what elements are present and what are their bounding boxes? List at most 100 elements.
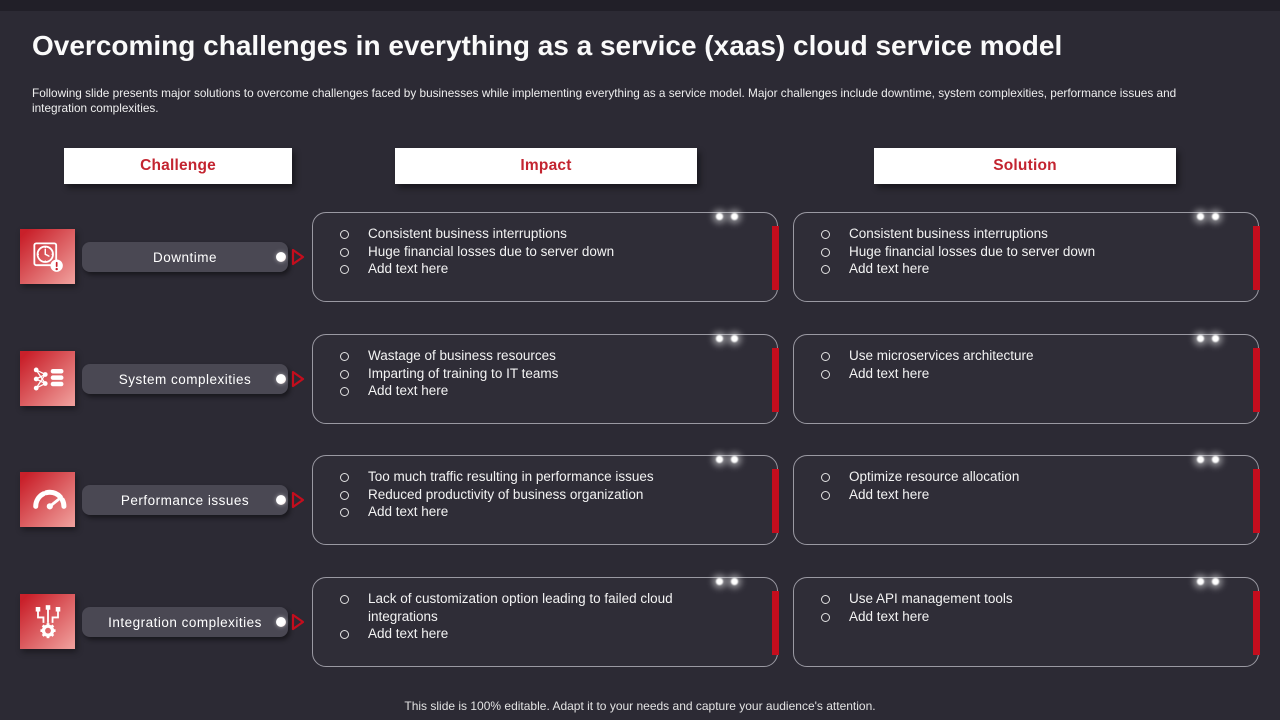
red-accent-bar <box>772 591 779 655</box>
challenge-pill-system-complexities: System complexities <box>82 364 288 394</box>
red-accent-bar <box>772 226 779 290</box>
decor-glow-dots <box>1190 573 1220 591</box>
performance-gauge-icon-svg <box>32 489 66 509</box>
bullet-marker-icon <box>340 473 349 482</box>
bullet-text: Add text here <box>368 626 449 641</box>
bullet-text: Huge financial losses due to server down <box>849 243 1096 259</box>
bullet-marker-icon <box>821 473 830 482</box>
bullet-item: Wastage of business resources <box>335 347 737 365</box>
bullet-text: Huge financial losses due to server down <box>368 243 615 259</box>
slide-subtitle: Following slide presents major solutions… <box>32 86 1177 115</box>
bullet-text: Too much traffic resulting in performanc… <box>368 469 654 484</box>
bullet-marker-icon <box>340 508 349 517</box>
bullet-text: Optimize resource allocation <box>849 469 1020 484</box>
bullet-item: Add text here <box>816 486 1218 504</box>
bullet-item: Add text here <box>335 260 737 278</box>
bullet-text: Reduced productivity of business organiz… <box>368 486 644 502</box>
red-accent-bar <box>772 348 779 412</box>
bullet-text: Add text here <box>849 261 930 276</box>
column-header-challenge: Challenge <box>64 148 292 184</box>
challenge-pill-downtime: Downtime <box>82 242 288 272</box>
bullet-list: Lack of customization option leading to … <box>313 578 777 651</box>
red-accent-bar <box>1253 469 1260 533</box>
performance-gauge-icon <box>20 472 75 527</box>
system-network-database-icon <box>20 351 75 406</box>
bullet-item: Imparting of training to IT teams <box>335 365 737 383</box>
bullet-list: Too much traffic resulting in performanc… <box>313 456 777 529</box>
bullet-text: Add text here <box>368 383 449 398</box>
bullet-text: Lack of customization option leading to … <box>368 591 673 624</box>
bullet-item: Use microservices architecture <box>816 347 1218 365</box>
bullet-text: Consistent business interruptions <box>368 226 567 241</box>
bullet-marker-icon <box>340 490 349 500</box>
bullet-marker-icon <box>340 369 349 379</box>
bullet-text: Use microservices architecture <box>849 348 1034 363</box>
bullet-item: Add text here <box>335 625 737 643</box>
decor-glow-dots <box>1190 208 1220 226</box>
bullet-item: Use API management tools <box>816 590 1218 608</box>
impact-box: Lack of customization option leading to … <box>312 577 779 667</box>
bullet-text: Imparting of training to IT teams <box>368 365 559 381</box>
bullet-item: Add text here <box>816 260 1218 278</box>
decor-glow-dots <box>1190 451 1220 469</box>
arrow-right-icon <box>290 370 306 388</box>
connector-dot <box>276 374 286 384</box>
bullet-marker-icon <box>340 387 349 396</box>
arrow-right-icon <box>290 491 306 509</box>
column-header-solution: Solution <box>874 148 1176 184</box>
page-title: Overcoming challenges in everything as a… <box>32 30 1063 61</box>
bullet-marker-icon <box>340 265 349 274</box>
bullet-marker-icon <box>821 230 830 239</box>
bullet-marker-icon <box>340 230 349 239</box>
bullet-text: Add text here <box>849 486 930 502</box>
bullet-text: Add text here <box>849 365 930 381</box>
downtime-clock-icon <box>20 229 75 284</box>
bullet-item: Consistent business interruptions <box>816 225 1218 243</box>
red-accent-bar <box>1253 226 1260 290</box>
footer-note: This slide is 100% editable. Adapt it to… <box>404 699 876 713</box>
row-system-complexities: System complexities Wastage of business … <box>0 334 1280 424</box>
impact-box: Too much traffic resulting in performanc… <box>312 455 779 545</box>
bullet-item: Huge financial losses due to server down <box>816 243 1218 261</box>
challenge-pill-integration-complexities: Integration complexities <box>82 607 288 637</box>
bullet-item: Reduced productivity of business organiz… <box>335 486 737 504</box>
bullet-marker-icon <box>821 247 830 257</box>
connector-dot <box>276 617 286 627</box>
bullet-marker-icon <box>340 595 349 604</box>
bullet-marker-icon <box>821 265 830 274</box>
top-border-strip <box>0 0 1280 11</box>
decor-glow-dots <box>709 330 739 348</box>
downtime-clock-icon-svg <box>32 241 63 272</box>
column-header-impact: Impact <box>395 148 697 184</box>
decor-glow-dots <box>709 208 739 226</box>
system-network-database-icon-svg <box>33 367 63 390</box>
bullet-item: Too much traffic resulting in performanc… <box>335 468 737 486</box>
bullet-text: Wastage of business resources <box>368 348 556 363</box>
connector-dot <box>276 495 286 505</box>
red-accent-bar <box>1253 591 1260 655</box>
bullet-marker-icon <box>821 595 830 604</box>
bullet-item: Add text here <box>335 503 737 521</box>
decor-glow-dots <box>1190 330 1220 348</box>
bullet-text: Consistent business interruptions <box>849 226 1048 241</box>
bullet-item: Optimize resource allocation <box>816 468 1218 486</box>
bullet-marker-icon <box>821 369 830 379</box>
bullet-item: Lack of customization option leading to … <box>335 590 737 625</box>
red-accent-bar <box>1253 348 1260 412</box>
challenge-label: Integration complexities <box>108 614 262 630</box>
row-integration-complexities: Integration complexities Lack of customi… <box>0 577 1280 667</box>
bullet-text: Add text here <box>368 261 449 276</box>
bullet-text: Add text here <box>368 504 449 519</box>
challenge-label: System complexities <box>118 371 252 387</box>
bullet-marker-icon <box>340 630 349 639</box>
challenge-pill-performance-issues: Performance issues <box>82 485 288 515</box>
bullet-text: Add text here <box>849 608 930 624</box>
